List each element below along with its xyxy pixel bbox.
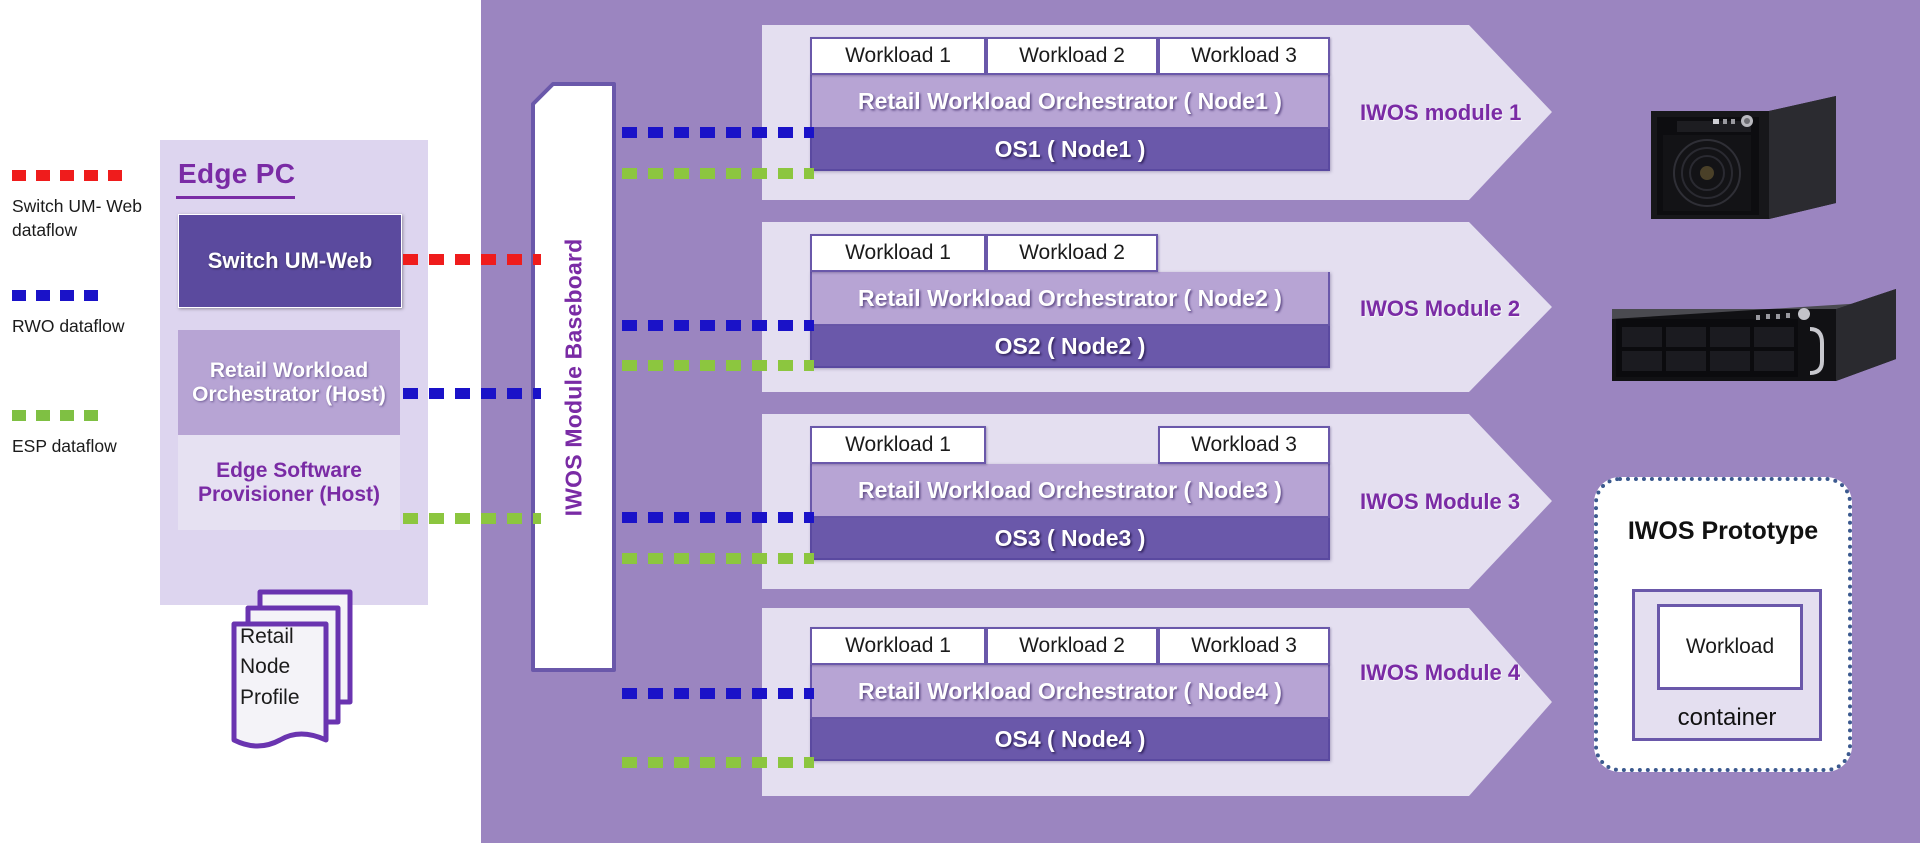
prototype-workload-box[interactable]: Workload	[1657, 604, 1803, 690]
node3-workload-3[interactable]: Workload 3	[1158, 426, 1330, 464]
node3-stack: Workload 1 Workload 3 Retail Workload Or…	[810, 426, 1330, 560]
iwos-module-2-label: IWOS Module 2	[1360, 294, 1520, 324]
node3-workload-row: Workload 1 Workload 3	[810, 426, 1330, 464]
node2-workload-2[interactable]: Workload 2	[986, 234, 1158, 272]
legend-swatch-blue	[12, 290, 104, 301]
legend-swatch-green	[12, 410, 104, 421]
flow-green-to-node4	[622, 757, 814, 768]
iwos-prototype-title: IWOS Prototype	[1627, 517, 1819, 545]
legend-label-rwo: RWO dataflow	[12, 316, 125, 336]
node4-os[interactable]: OS4 ( Node4 )	[810, 719, 1330, 761]
node4-orchestrator[interactable]: Retail Workload Orchestrator ( Node4 )	[810, 665, 1330, 719]
iwos-module-3-label: IWOS Module 3	[1360, 487, 1520, 517]
flow-blue-to-node3	[622, 512, 814, 523]
node2-workload-1[interactable]: Workload 1	[810, 234, 986, 272]
iwos-module-baseboard[interactable]: IWOS Module Baseboard	[531, 82, 616, 672]
node1-orchestrator[interactable]: Retail Workload Orchestrator ( Node1 )	[810, 75, 1330, 129]
flow-blue-to-node1	[622, 127, 814, 138]
container-label: container	[1677, 704, 1777, 731]
iwos-module-3-label-text: IWOS Module 3	[1360, 489, 1521, 514]
iwos-prototype-card: IWOS Prototype Workload container	[1594, 477, 1852, 772]
node3-workload-1[interactable]: Workload 1	[810, 426, 986, 464]
retail-node-profile-stack[interactable]: Retail Node Profile	[222, 582, 372, 762]
document-stack-icon	[231, 589, 353, 749]
node3-os[interactable]: OS3 ( Node3 )	[810, 518, 1330, 560]
legend-label-esp: ESP dataflow	[12, 436, 117, 456]
legend-swatch-red	[12, 170, 127, 181]
node1-os[interactable]: OS1 ( Node1 )	[810, 129, 1330, 171]
legend-item-switch-um-web: Switch UM- Web dataflow	[12, 170, 162, 242]
node3-orchestrator[interactable]: Retail Workload Orchestrator ( Node3 )	[810, 464, 1330, 518]
baseboard-label: IWOS Module Baseboard	[560, 238, 586, 516]
flow-blue-rwo-to-baseboard	[403, 388, 541, 399]
node4-workload-3[interactable]: Workload 3	[1158, 627, 1330, 665]
node1-workload-2[interactable]: Workload 2	[986, 37, 1158, 75]
rwo-host-box[interactable]: Retail Workload Orchestrator (Host)	[178, 330, 400, 435]
node1-stack: Workload 1 Workload 2 Workload 3 Retail …	[810, 37, 1330, 171]
iwos-module-4-label: IWOS Module 4	[1360, 658, 1520, 688]
tower-server-image	[1651, 93, 1851, 223]
tower-server-icon	[1651, 96, 1836, 219]
iwos-module-1-label-text: IWOS module 1	[1360, 100, 1522, 125]
node1-workload-1[interactable]: Workload 1	[810, 37, 986, 75]
edge-pc-title: Edge PC	[178, 158, 296, 189]
flow-green-to-node2	[622, 360, 814, 371]
switch-um-web-box[interactable]: Switch UM-Web	[178, 214, 402, 308]
node4-workload-row: Workload 1 Workload 2 Workload 3	[810, 627, 1330, 665]
node2-stack: Workload 1 Workload 2 Retail Workload Or…	[810, 234, 1330, 368]
node1-workload-3[interactable]: Workload 3	[1158, 37, 1330, 75]
node2-workload-empty	[1158, 234, 1330, 272]
container-box: Workload container	[1632, 589, 1822, 741]
node2-workload-row: Workload 1 Workload 2	[810, 234, 1330, 272]
flow-red-switch-to-baseboard	[403, 254, 541, 265]
node1-workload-row: Workload 1 Workload 2 Workload 3	[810, 37, 1330, 75]
node4-stack: Workload 1 Workload 2 Workload 3 Retail …	[810, 627, 1330, 761]
iwos-module-1-label: IWOS module 1	[1360, 98, 1521, 128]
node4-workload-1[interactable]: Workload 1	[810, 627, 986, 665]
legend-item-esp: ESP dataflow	[12, 410, 162, 459]
esp-host-box[interactable]: Edge Software Provisioner (Host)	[178, 435, 400, 530]
flow-green-esp-to-baseboard	[403, 513, 541, 524]
node4-workload-2[interactable]: Workload 2	[986, 627, 1158, 665]
legend-label-switch-um-web: Switch UM- Web dataflow	[12, 196, 142, 240]
baseboard-label-wrap: IWOS Module Baseboard	[531, 82, 616, 672]
flow-green-to-node3	[622, 553, 814, 564]
node2-os[interactable]: OS2 ( Node2 )	[810, 326, 1330, 368]
flow-blue-to-node4	[622, 688, 814, 699]
retail-node-profile-label: Retail Node Profile	[240, 625, 300, 709]
rack-server-image	[1604, 271, 1904, 391]
baseboard-shape	[531, 82, 616, 672]
flow-green-to-node1	[622, 168, 814, 179]
iwos-module-2-label-text: IWOS Module 2	[1360, 296, 1521, 321]
edge-pc-title-underline	[176, 196, 295, 199]
node2-orchestrator[interactable]: Retail Workload Orchestrator ( Node2 )	[810, 272, 1330, 326]
rack-server-icon	[1612, 289, 1896, 381]
iwos-module-4-label-text: IWOS Module 4	[1360, 660, 1521, 685]
legend-item-rwo: RWO dataflow	[12, 290, 162, 339]
node3-workload-empty	[986, 426, 1158, 464]
flow-blue-to-node2	[622, 320, 814, 331]
